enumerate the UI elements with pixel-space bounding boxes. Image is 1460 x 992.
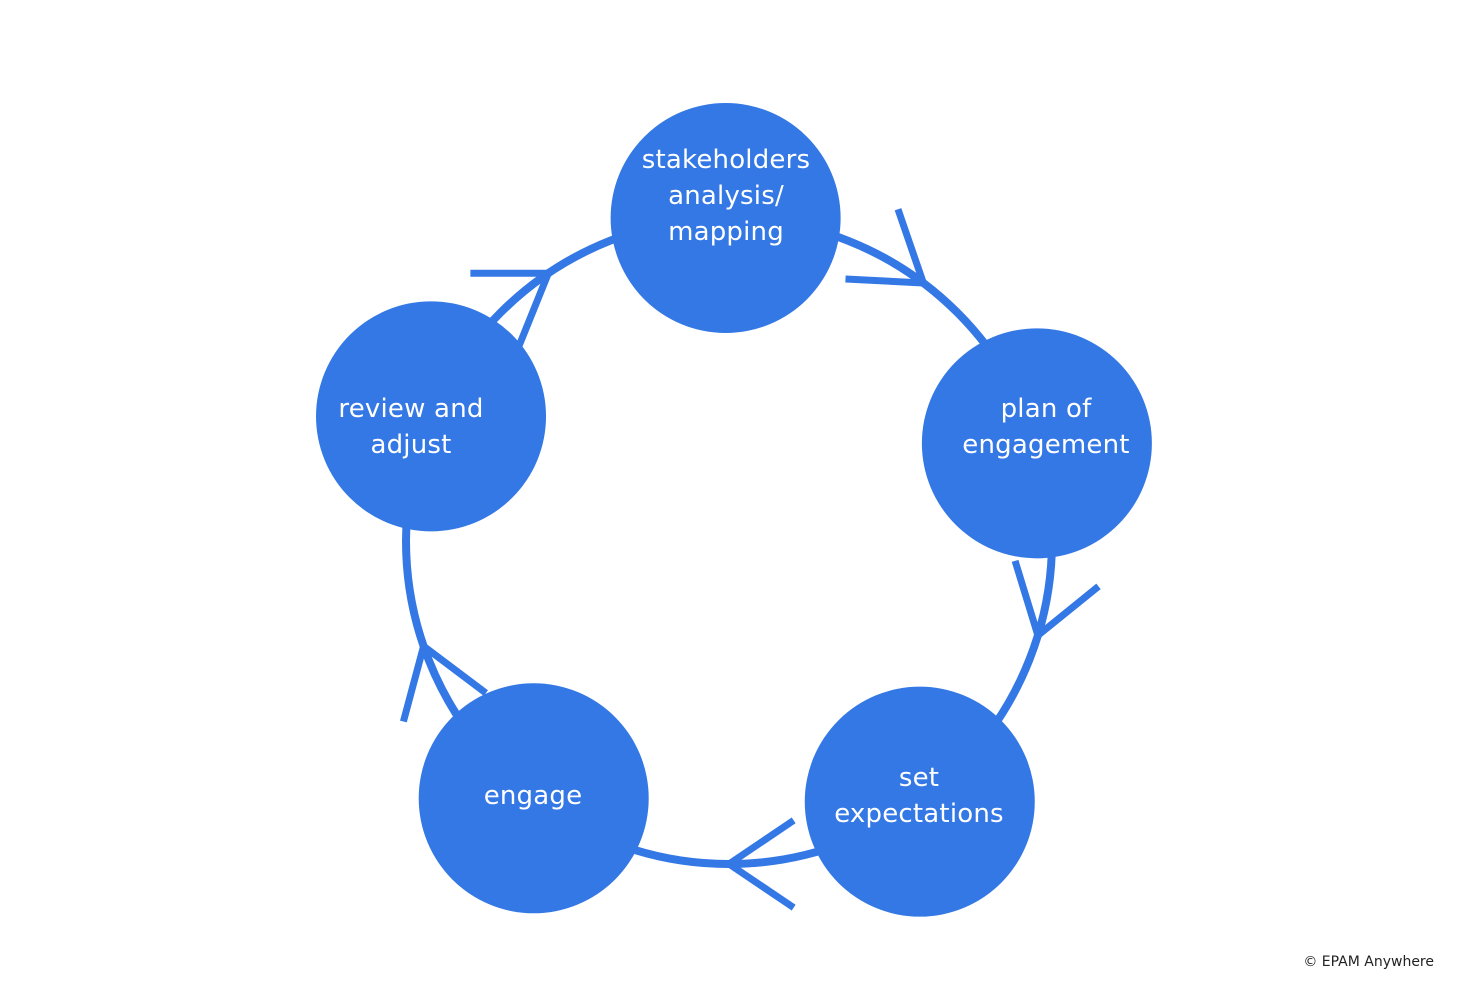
cycle-arrow-chevron-icon	[1011, 559, 1101, 639]
arrow-stroke	[1011, 559, 1042, 637]
cycle-arrow-chevron-icon	[470, 269, 552, 347]
label-line: expectations	[834, 799, 1004, 829]
cycle-arrow-chevron-icon	[727, 817, 796, 911]
copyright-notice: © EPAM Anywhere	[1303, 954, 1434, 970]
label-line: stakeholders	[641, 145, 811, 175]
node-label-engage: engage	[423, 778, 643, 814]
node-label-stakeholders: stakeholders analysis/ mapping	[616, 142, 836, 250]
arrow-stroke	[727, 817, 796, 867]
arrow-stroke	[421, 643, 488, 696]
label-line: engagement	[962, 430, 1130, 460]
node-circle-engage	[418, 683, 649, 914]
arrow-stroke	[1035, 583, 1101, 639]
arrow-stroke	[727, 861, 796, 911]
label-line: engage	[483, 781, 583, 811]
node-circle-plan	[921, 328, 1152, 559]
cycle-arrow-chevron-icon	[400, 643, 488, 723]
cycle-arrow-chevron-icon	[845, 208, 927, 287]
node-circle-stakeholders	[610, 103, 841, 334]
label-line: adjust	[370, 430, 452, 460]
node-label-expectations: set expectations	[809, 760, 1029, 832]
cycle-arrows	[400, 208, 1101, 911]
cycle-nodes	[316, 103, 1152, 917]
arrow-stroke	[515, 271, 552, 347]
label-line: review and	[338, 394, 484, 424]
node-circle-review	[316, 301, 547, 532]
arrow-stroke	[845, 275, 924, 287]
arrow-stroke	[894, 208, 927, 285]
label-line: plan of	[1000, 394, 1092, 424]
node-circle-expectations	[804, 686, 1035, 917]
label-line: analysis/	[668, 181, 784, 211]
node-label-review: review and adjust	[301, 391, 521, 463]
arrow-stroke	[400, 645, 427, 723]
label-line: mapping	[668, 217, 784, 247]
node-label-plan: plan of engagement	[936, 391, 1156, 463]
label-line: set	[898, 763, 940, 793]
